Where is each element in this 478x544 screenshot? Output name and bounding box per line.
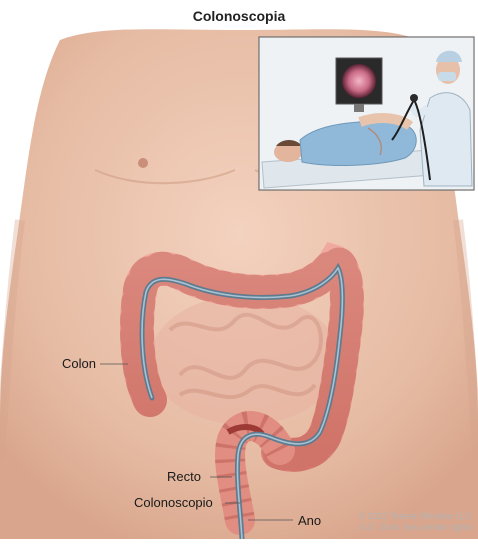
label-ano: Ano bbox=[298, 513, 321, 528]
monitor-screen bbox=[342, 64, 376, 98]
copyright-line-2: U.S. Govt. has certain rights bbox=[358, 522, 472, 533]
small-intestine bbox=[150, 295, 340, 425]
nipple bbox=[138, 158, 148, 168]
diagram-title: Colonoscopia bbox=[0, 8, 478, 24]
copyright-line-1: © 2022 Terese Winslow LLC bbox=[358, 511, 472, 522]
label-colonoscopio: Colonoscopio bbox=[134, 495, 213, 510]
copyright-notice: © 2022 Terese Winslow LLC U.S. Govt. has… bbox=[358, 511, 472, 533]
procedure-inset bbox=[259, 37, 474, 190]
doctor-body bbox=[420, 93, 472, 186]
label-recto: Recto bbox=[167, 469, 201, 484]
label-colon: Colon bbox=[62, 356, 96, 371]
